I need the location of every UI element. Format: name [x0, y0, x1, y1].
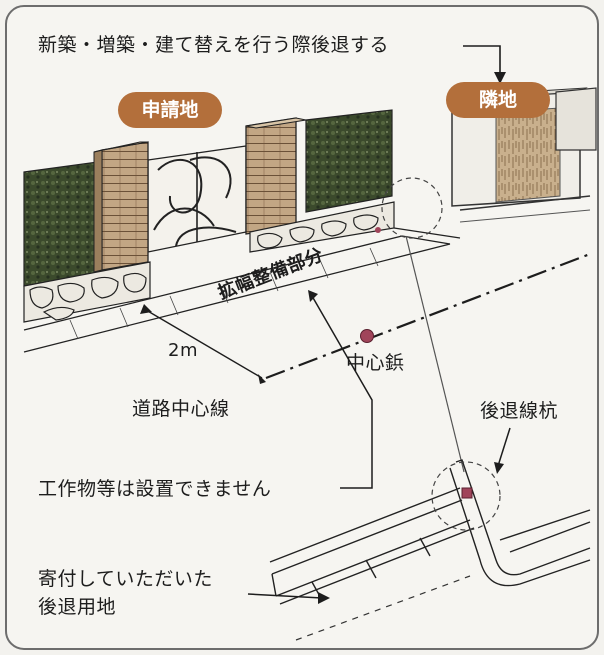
- donated-land-arrow: [247, 593, 323, 599]
- setback-stake-arrow: [497, 427, 511, 467]
- pillar-right: [245, 117, 307, 235]
- center-nail-label: 中心鋲: [346, 352, 405, 374]
- corner-highlight-bottom: [431, 461, 501, 531]
- road-centerline-label: 道路中心線: [132, 398, 230, 420]
- center-nail: [360, 329, 374, 343]
- neighbor-shed: [555, 87, 597, 151]
- corner-highlight-top: [381, 177, 443, 239]
- no-structures-leader: [311, 295, 373, 489]
- road-centerline: [265, 252, 591, 380]
- top-note: 新築・増築・建て替えを行う際後退する: [38, 34, 390, 56]
- neighbor-land-badge: 隣地: [446, 82, 550, 118]
- pillar-left: [93, 141, 149, 273]
- distance-label: 2m: [168, 340, 198, 361]
- applicant-land-badge: 申請地: [118, 92, 222, 128]
- neighbor-panel: [495, 107, 561, 203]
- stone-wall: [23, 201, 395, 323]
- plan-inset: [269, 459, 591, 605]
- top-note-arrow: [463, 45, 501, 78]
- donated-land-label-2: 後退用地: [38, 596, 117, 618]
- no-structures-label: 工作物等は設置できません: [38, 478, 272, 500]
- hedge-right: [305, 109, 393, 213]
- dimension-2m: [145, 309, 263, 379]
- donated-land-label-1: 寄付していただいた: [38, 568, 213, 590]
- setback-stake-label: 後退線杭: [480, 400, 559, 422]
- setback-stake: [461, 487, 473, 499]
